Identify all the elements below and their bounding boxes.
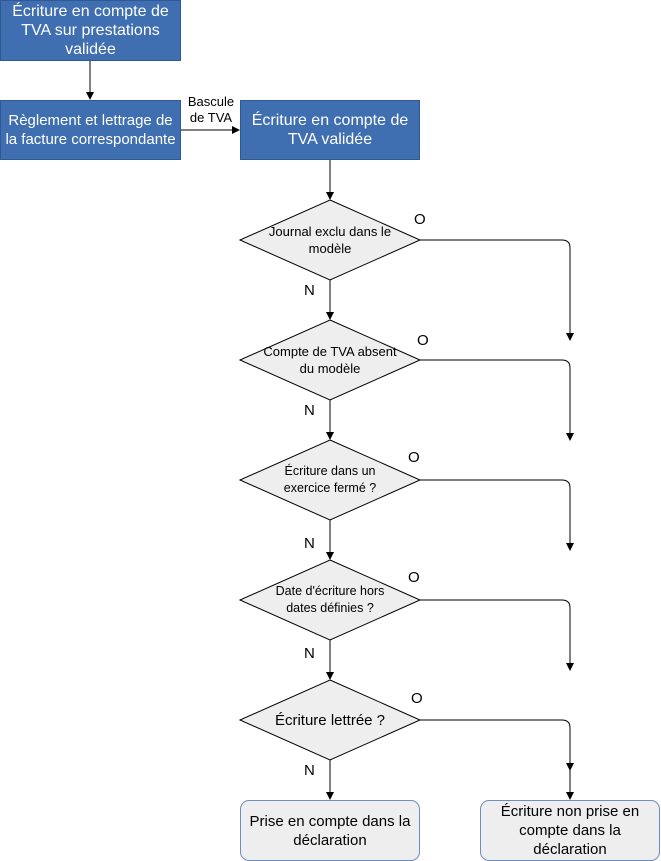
decision-diamond-3: [238, 439, 422, 521]
no-label-3: N: [304, 535, 315, 552]
decision-date-label: Date d'écriture hors dates définies ?: [275, 584, 385, 615]
validee-node-label: Écriture en compte de TVA validée: [251, 112, 409, 148]
no-label-1: N: [304, 282, 315, 299]
start-node: Écriture en compte de TVA sur prestation…: [0, 0, 181, 61]
decision-diamond-1: [238, 199, 422, 281]
decision-shapes: [238, 199, 422, 761]
yes-label-2: O: [417, 332, 429, 349]
prise-node: Prise en compte dans la déclaration: [240, 800, 420, 861]
edges: [86, 61, 574, 800]
decision-diamond-5: [238, 679, 422, 761]
bascule-edge-label: Bascule de TVA: [182, 94, 240, 126]
decision-lettree-label: Écriture lettrée ?: [274, 711, 386, 729]
yes-label-3: O: [408, 449, 420, 466]
non-prise-node: Écriture non prise en compte dans la déc…: [480, 800, 660, 861]
edge-yes-4: [420, 599, 574, 671]
yes-label-5: O: [411, 690, 423, 707]
decision-exercice-label: Écriture dans un exercice fermé ?: [283, 464, 377, 495]
reglement-node-label: Règlement et lettrage de la facture corr…: [5, 112, 176, 148]
decision-diamond-4: [238, 559, 422, 641]
decision-compte-label: Compte de TVA absent du modèle: [263, 344, 397, 376]
no-label-2: N: [304, 402, 315, 419]
non-prise-node-label: Écriture non prise en compte dans la déc…: [500, 803, 640, 858]
reglement-node: Règlement et lettrage de la facture corr…: [0, 100, 181, 160]
prise-node-label: Prise en compte dans la déclaration: [249, 812, 411, 849]
start-node-label: Écriture en compte de TVA sur prestation…: [12, 3, 169, 58]
validee-node: Écriture en compte de TVA validée: [240, 100, 420, 160]
edge-yes-3: [420, 479, 574, 551]
decision-journal-label: Journal exclu dans le modèle: [268, 224, 392, 256]
edge-yes-5: [420, 719, 574, 771]
no-label-4: N: [304, 645, 315, 662]
yes-label-1: O: [414, 211, 426, 228]
no-label-5: N: [304, 762, 315, 779]
yes-label-4: O: [408, 569, 420, 586]
edge-yes-2: [420, 359, 574, 441]
decision-diamond-2: [238, 319, 422, 401]
edge-yes-1: [420, 239, 574, 341]
